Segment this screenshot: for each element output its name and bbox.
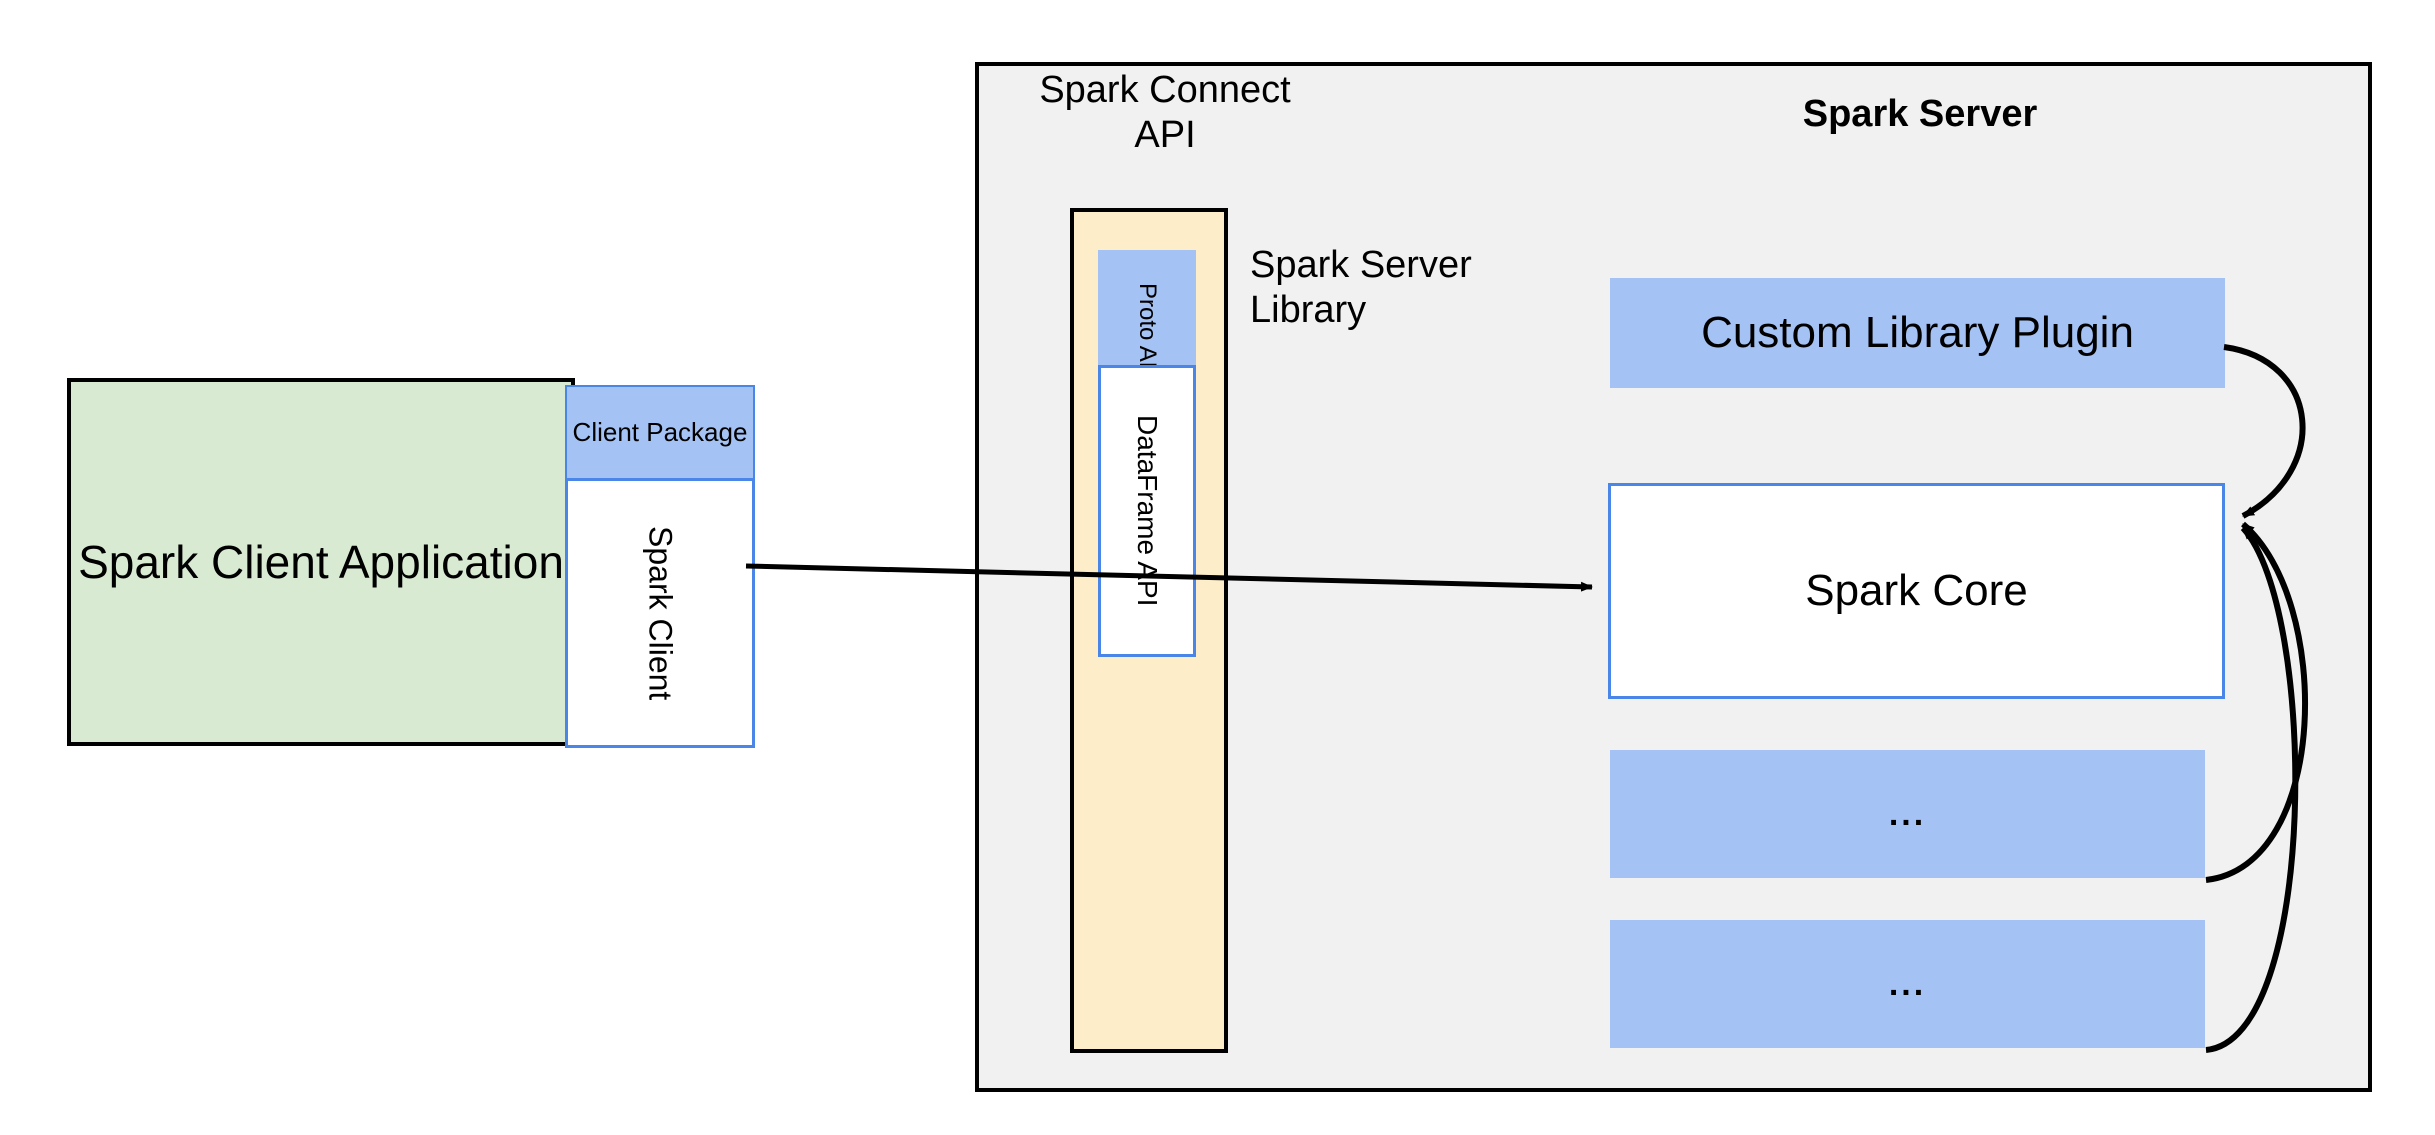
ellipsis-box-2[interactable]: ... (1610, 920, 2205, 1048)
spark-server-library-label: Spark Server Library (1250, 244, 1472, 331)
dataframe-api-box[interactable]: DataFrame API (1098, 365, 1196, 657)
client-package-box[interactable]: Client Package (565, 385, 755, 478)
spark-core-box[interactable]: Spark Core (1608, 483, 2225, 699)
spark-server-title: Spark Server (1802, 93, 2038, 135)
ellipsis-label-2: ... (1888, 964, 1927, 1003)
spark-client-application-label: Spark Client Application (78, 535, 564, 588)
ellipsis-label-1: ... (1888, 794, 1927, 833)
spark-client-label: Spark Client (642, 525, 679, 701)
ellipsis-box-1[interactable]: ... (1610, 750, 2205, 878)
spark-core-label: Spark Core (1805, 566, 2028, 615)
custom-library-plugin-box[interactable]: Custom Library Plugin (1610, 278, 2225, 388)
client-package-label: Client Package (572, 416, 748, 447)
custom-library-plugin-label: Custom Library Plugin (1701, 308, 2134, 357)
spark-client-box[interactable]: Spark Client (565, 478, 755, 748)
spark-client-application-box[interactable]: Spark Client Application (67, 378, 575, 746)
dataframe-api-label: DataFrame API (1132, 415, 1163, 607)
spark-connect-api-label: Spark Connect API (1039, 69, 1291, 156)
